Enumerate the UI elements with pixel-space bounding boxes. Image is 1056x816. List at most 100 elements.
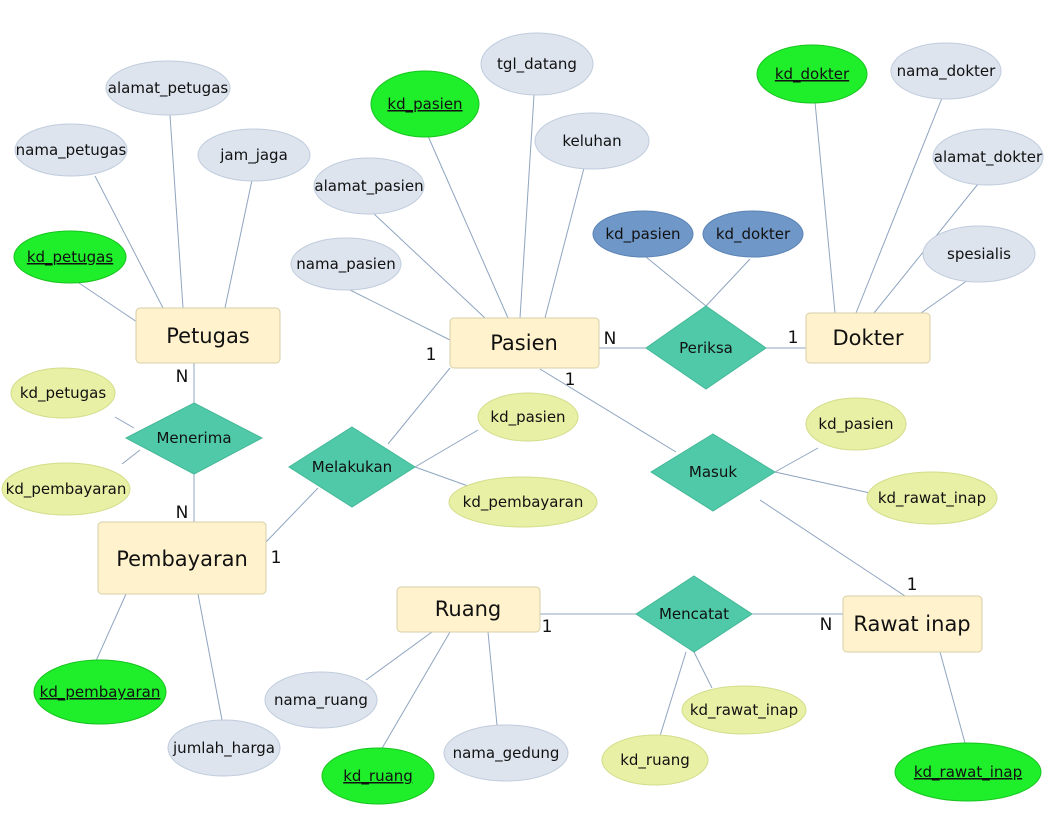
attr-nama-gedung: nama_gedung <box>453 744 560 763</box>
attr-alamat-petugas-ellipse[interactable] <box>105 60 231 116</box>
line-rawatinap-kd <box>939 651 966 744</box>
attr-kd-pasien-key: kd_pasien <box>387 95 462 114</box>
entity-pasien-box[interactable] <box>449 317 600 369</box>
entity-petugas: Petugas <box>166 324 250 348</box>
entity-dokter-box[interactable] <box>805 312 931 364</box>
attr-melakukan-kd-pasien: kd_pasien <box>490 408 565 427</box>
attr-nama-pasien: nama_pasien <box>296 255 395 274</box>
attr-kd-dokter-key: kd_dokter <box>775 65 850 84</box>
attr-masuk-kd-pasien-ellipse[interactable] <box>805 397 907 451</box>
attr-alamat-dokter: alamat_dokter <box>934 148 1043 167</box>
attr-mencatat-kd-rawat-inap-ellipse[interactable] <box>681 685 807 735</box>
attr-mencatat-kd-rawat-inap: kd_rawat_inap <box>690 701 798 720</box>
rel-melakukan-diamond[interactable] <box>288 426 416 508</box>
line-masuk-rawatinap <box>759 499 906 597</box>
line-menerima-kdpembayaran <box>121 449 141 465</box>
attr-nama-dokter: nama_dokter <box>897 62 996 81</box>
attr-menerima-kd-petugas: kd_petugas <box>20 384 107 403</box>
attr-alamat-petugas: alamat_petugas <box>108 79 229 98</box>
line-pasien-kd <box>427 135 509 319</box>
line-pembayaran-kd <box>95 593 127 662</box>
card-dokter-periksa: 1 <box>788 328 799 348</box>
card-pasien-periksa: N <box>604 329 617 349</box>
line-ruang-nama <box>365 631 433 681</box>
line-petugas-alamat <box>169 114 184 309</box>
attr-nama-ruang-ellipse[interactable] <box>264 671 378 729</box>
attributes: alamat_petugas nama_petugas jam_jaga kd_… <box>1 32 1044 805</box>
attr-tgl-datang-ellipse[interactable] <box>480 32 594 96</box>
attr-nama-gedung-ellipse[interactable] <box>443 724 569 782</box>
attr-masuk-kd-rawat-inap-ellipse[interactable] <box>866 471 998 525</box>
attr-nama-petugas-ellipse[interactable] <box>14 123 128 177</box>
attr-menerima-kd-pembayaran: kd_pembayaran <box>6 480 127 499</box>
attr-melakukan-kd-pasien-ellipse[interactable] <box>477 392 579 442</box>
attr-menerima-kd-pembayaran-ellipse[interactable] <box>1 462 131 516</box>
line-ruang-kd <box>380 631 451 751</box>
card-rawat-masuk: 1 <box>907 575 918 595</box>
attr-kd-ruang-key: kd_ruang <box>343 767 413 786</box>
entity-petugas-box[interactable] <box>135 307 281 364</box>
line-petugas-nama <box>94 175 164 309</box>
card-ruang-mencatat: 1 <box>542 617 553 637</box>
line-petugas-jamjaga <box>224 179 253 309</box>
attr-spesialis-ellipse[interactable] <box>922 225 1036 283</box>
rel-menerima-diamond[interactable] <box>124 402 264 475</box>
rel-periksa-diamond[interactable] <box>645 305 767 390</box>
attr-alamat-pasien-ellipse[interactable] <box>313 157 425 215</box>
rel-masuk-diamond[interactable] <box>650 433 776 512</box>
attr-periksa-kd-dokter-ellipse[interactable] <box>702 210 804 258</box>
card-petugas-menerima: N <box>176 367 189 387</box>
line-mencatat-kdrawat <box>693 651 713 689</box>
attr-melakukan-kd-pembayaran-ellipse[interactable] <box>448 476 598 528</box>
connector-lines <box>75 94 979 751</box>
rel-mencatat-diamond[interactable] <box>635 575 753 653</box>
entity-ruang-box[interactable] <box>396 586 541 633</box>
attr-nama-pasien-ellipse[interactable] <box>290 237 402 291</box>
attr-menerima-kd-petugas-ellipse[interactable] <box>10 367 116 419</box>
attr-jam-jaga: jam_jaga <box>219 146 288 165</box>
attr-jumlah-harga: jumlah_harga <box>172 739 275 758</box>
attr-kd-rawat-inap-key-ellipse[interactable] <box>894 742 1042 802</box>
attr-kd-petugas-key-ellipse[interactable] <box>13 230 127 284</box>
card-pembayaran-melakukan: 1 <box>271 548 282 568</box>
attr-nama-dokter-ellipse[interactable] <box>890 42 1002 100</box>
line-dokter-nama <box>855 97 943 314</box>
attr-keluhan-ellipse[interactable] <box>534 112 650 170</box>
line-pembayaran-jumlah <box>197 593 223 721</box>
line-menerima-kdpetugas <box>114 416 135 429</box>
line-masuk-kdpasien <box>774 447 819 473</box>
attr-jam-jaga-ellipse[interactable] <box>197 128 311 182</box>
line-pasien-nama <box>345 287 451 341</box>
attr-periksa-kd-dokter: kd_dokter <box>716 225 791 244</box>
attr-mencatat-kd-ruang-ellipse[interactable] <box>601 734 709 786</box>
attr-kd-ruang-key-ellipse[interactable] <box>321 747 435 805</box>
attr-kd-pasien-key-ellipse[interactable] <box>370 70 480 138</box>
line-ruang-gedung <box>487 631 498 726</box>
attr-kd-rawat-inap-key: kd_rawat_inap <box>914 763 1022 782</box>
attr-kd-dokter-key-ellipse[interactable] <box>756 44 868 104</box>
attr-alamat-dokter-ellipse[interactable] <box>932 128 1044 186</box>
entity-rawat-inap-box[interactable] <box>842 595 983 653</box>
line-melakukan-kdpasien <box>414 429 479 468</box>
attr-jumlah-harga-ellipse[interactable] <box>167 719 281 777</box>
card-pasien-masuk: 1 <box>565 370 576 390</box>
rel-mencatat: Mencatat <box>659 605 729 623</box>
attr-periksa-kd-pasien-ellipse[interactable] <box>592 210 694 258</box>
attr-nama-ruang: nama_ruang <box>274 691 368 710</box>
rel-menerima: Menerima <box>156 429 231 447</box>
card-pembayaran-menerima: N <box>176 503 189 523</box>
cardinalities: N 1 N N 1 1 1 1 1 N <box>176 328 918 637</box>
attr-spesialis: spesialis <box>947 245 1011 263</box>
attr-kd-pembayaran-key: kd_pembayaran <box>40 683 161 702</box>
attr-kd-pembayaran-key-ellipse[interactable] <box>33 659 167 725</box>
entity-pembayaran-box[interactable] <box>97 521 267 595</box>
line-pasien-alamat <box>371 211 486 319</box>
line-mencatat-kdruang <box>659 651 687 737</box>
relationships: Periksa Menerima Melakukan Masuk Mencata… <box>124 305 776 653</box>
attr-masuk-kd-rawat-inap: kd_rawat_inap <box>878 489 986 508</box>
attr-keluhan: keluhan <box>562 132 621 150</box>
line-pasien-keluhan <box>544 167 585 319</box>
card-rawat-mencatat: N <box>820 615 833 635</box>
line-pasien-masuk <box>539 368 677 453</box>
